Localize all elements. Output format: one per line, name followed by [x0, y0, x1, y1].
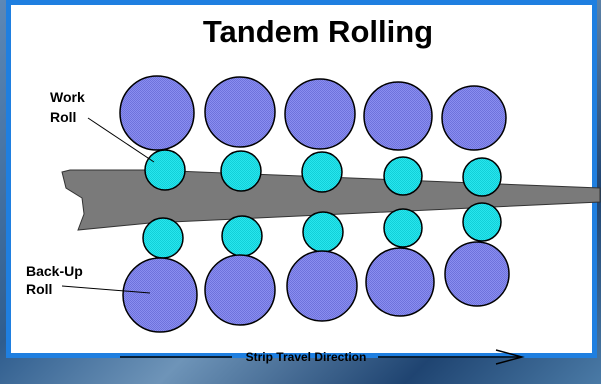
backup-roll-bottom-2 [204, 254, 276, 326]
backup-roll-top-5 [441, 85, 507, 151]
rolling-stand-2 [204, 76, 276, 326]
direction-arrowhead-icon [495, 349, 525, 365]
backup-roll-top-1 [119, 75, 195, 151]
work-roll-top-1 [144, 149, 186, 191]
work-roll-top-5 [462, 157, 502, 197]
backup-roll-label-line2: Roll [26, 281, 52, 297]
backup-roll-top-2 [204, 76, 276, 148]
backup-roll-bottom-3 [286, 250, 358, 322]
backup-roll-top-4 [363, 81, 433, 151]
rolling-stand-1 [119, 75, 198, 333]
work-roll-bottom-2 [221, 215, 263, 257]
work-roll-bottom-4 [383, 208, 423, 248]
work-roll-top-3 [301, 151, 343, 193]
work-roll-top-4 [383, 156, 423, 196]
rolling-stand-3 [284, 78, 358, 322]
diagram-title: Tandem Rolling [203, 14, 433, 49]
work-roll-bottom-5 [462, 202, 502, 242]
rolling-stand-4 [363, 81, 435, 317]
work-roll-label-line2: Roll [50, 109, 76, 125]
backup-roll-pointer [61, 285, 151, 294]
backup-roll-label-line1: Back-Up [26, 263, 83, 279]
rolling-stand-5 [441, 85, 510, 307]
work-roll-bottom-3 [302, 211, 344, 253]
work-roll-top-2 [220, 150, 262, 192]
work-roll-label-line1: Work [50, 89, 85, 105]
backup-roll-bottom-5 [444, 241, 510, 307]
work-roll-bottom-1 [142, 217, 184, 259]
backup-roll-bottom-4 [365, 247, 435, 317]
backup-roll-bottom-1 [122, 257, 198, 333]
backup-roll-top-3 [284, 78, 356, 150]
work-roll-pointer [87, 117, 155, 163]
direction-label: Strip Travel Direction [246, 350, 367, 364]
